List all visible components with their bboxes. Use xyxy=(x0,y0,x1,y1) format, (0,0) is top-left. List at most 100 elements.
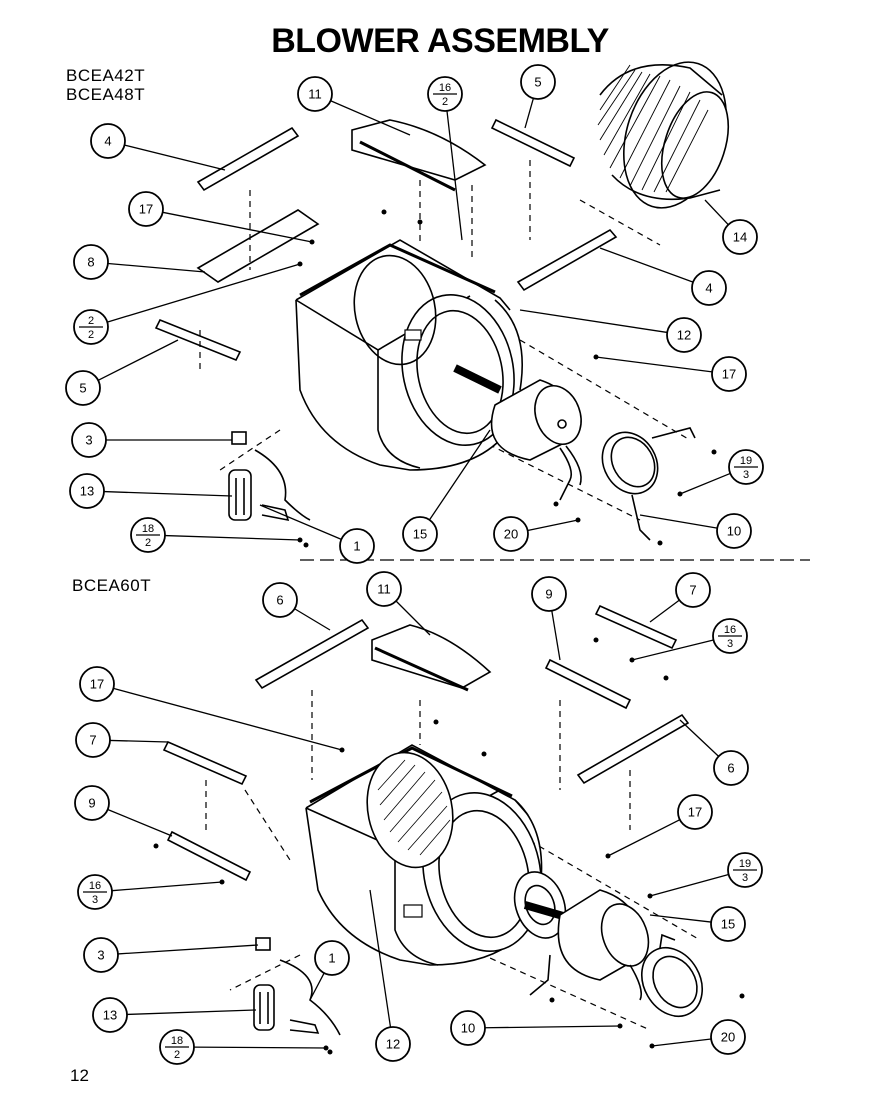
cut-off-plate xyxy=(351,119,487,181)
leader-line xyxy=(294,608,331,631)
callout-circle xyxy=(666,317,702,353)
callout-circle xyxy=(74,785,110,821)
leader-line xyxy=(259,504,342,540)
callout-4: 4 xyxy=(90,123,226,171)
callout-circle xyxy=(92,997,128,1033)
callout-quantity: 2 xyxy=(442,96,448,108)
mounting-strip xyxy=(254,618,370,690)
callout-5: 5 xyxy=(520,64,556,129)
callout-7: 7 xyxy=(649,572,711,623)
leader-line xyxy=(679,472,731,495)
callout-number: 17 xyxy=(139,202,153,217)
blower-motor xyxy=(513,871,650,1001)
leader-line xyxy=(126,1009,257,1016)
leader-line xyxy=(111,881,223,892)
leader-line xyxy=(107,808,173,837)
leader-line xyxy=(369,889,392,1028)
callout-number: 9 xyxy=(88,796,95,811)
callout-10: 10 xyxy=(450,1010,621,1046)
callout-part-number: 18 xyxy=(142,523,154,535)
model-label-group-top: BCEA42T BCEA48T xyxy=(66,66,145,104)
mounting-strip xyxy=(196,126,300,192)
callout-quantity: 2 xyxy=(88,329,94,341)
callout-part-number: 16 xyxy=(724,624,736,636)
callout-circle xyxy=(314,940,350,976)
bracket xyxy=(196,209,320,283)
model-label: BCEA42T xyxy=(66,66,146,85)
callout-17: 17 xyxy=(79,666,343,751)
callout-circle xyxy=(262,582,298,618)
callout-number: 5 xyxy=(79,381,86,396)
leader-line xyxy=(679,719,720,757)
callout-circle xyxy=(71,422,107,458)
callout-number: 1 xyxy=(328,951,335,966)
leader-line xyxy=(651,1038,712,1047)
callout-10: 10 xyxy=(639,513,752,549)
blower-wheel xyxy=(597,61,730,209)
leader-line xyxy=(395,600,431,636)
callout-circle xyxy=(83,937,119,973)
callout-number: 4 xyxy=(104,134,111,149)
blower-housing xyxy=(305,744,543,966)
callout-number: 15 xyxy=(413,527,427,542)
callout-circle xyxy=(297,76,333,112)
callout-15: 15 xyxy=(649,906,746,942)
callout-part-number: 18 xyxy=(171,1035,183,1047)
callout-circle xyxy=(675,572,711,608)
callout-quantity: 2 xyxy=(174,1049,180,1061)
callout-circle xyxy=(710,906,746,942)
callout-number: 10 xyxy=(727,524,741,539)
callout-number: 12 xyxy=(386,1037,400,1052)
callout-17: 17 xyxy=(128,191,313,243)
callout-part-number: 2 xyxy=(88,315,94,327)
callout-3: 3 xyxy=(71,422,232,458)
mounting-strip xyxy=(154,318,242,362)
callout-16-over-3: 163 xyxy=(631,618,748,661)
mounting-strip xyxy=(490,118,576,168)
callout-circle xyxy=(128,191,164,227)
callout-14: 14 xyxy=(704,199,758,255)
callout-circle xyxy=(711,356,747,392)
callout-number: 11 xyxy=(377,582,391,597)
callout-circle xyxy=(402,516,438,552)
callout-circle xyxy=(691,270,727,306)
model-label: BCEA48T xyxy=(66,85,146,104)
callout-11: 11 xyxy=(297,76,411,136)
callout-circle xyxy=(713,750,749,786)
callout-17: 17 xyxy=(607,794,713,857)
callout-circle xyxy=(79,666,115,702)
motor-mount xyxy=(529,933,703,1017)
leader-line xyxy=(103,490,233,497)
leader-line xyxy=(631,639,714,661)
callout-7: 7 xyxy=(75,722,169,758)
callout-number: 9 xyxy=(545,587,552,602)
callout-9: 9 xyxy=(531,576,567,661)
callout-12: 12 xyxy=(369,889,411,1062)
callout-quantity: 3 xyxy=(742,872,748,884)
callout-number: 6 xyxy=(276,593,283,608)
leader-line xyxy=(309,972,325,1001)
leader-line xyxy=(649,873,729,897)
leader-line xyxy=(649,914,712,923)
callout-circle xyxy=(716,513,752,549)
callout-circle xyxy=(375,1026,411,1062)
callout-9: 9 xyxy=(74,785,173,837)
capacitor xyxy=(228,431,311,522)
callout-number: 7 xyxy=(689,583,696,598)
leader-line xyxy=(607,819,681,857)
callout-circle xyxy=(69,473,105,509)
callout-circle xyxy=(722,219,758,255)
callout-20: 20 xyxy=(651,1019,746,1055)
leader-line xyxy=(97,339,179,381)
callout-number: 14 xyxy=(733,230,747,245)
callout-20: 20 xyxy=(493,516,579,552)
callout-circle xyxy=(493,516,529,552)
callout-number: 1 xyxy=(353,539,360,554)
top-exploded-view xyxy=(154,61,730,548)
leader-line xyxy=(124,144,226,171)
page-title: BLOWER ASSEMBLY xyxy=(271,22,609,60)
leader-line xyxy=(107,263,301,323)
cut-off-plate xyxy=(371,624,492,689)
callout-number: 3 xyxy=(97,948,104,963)
